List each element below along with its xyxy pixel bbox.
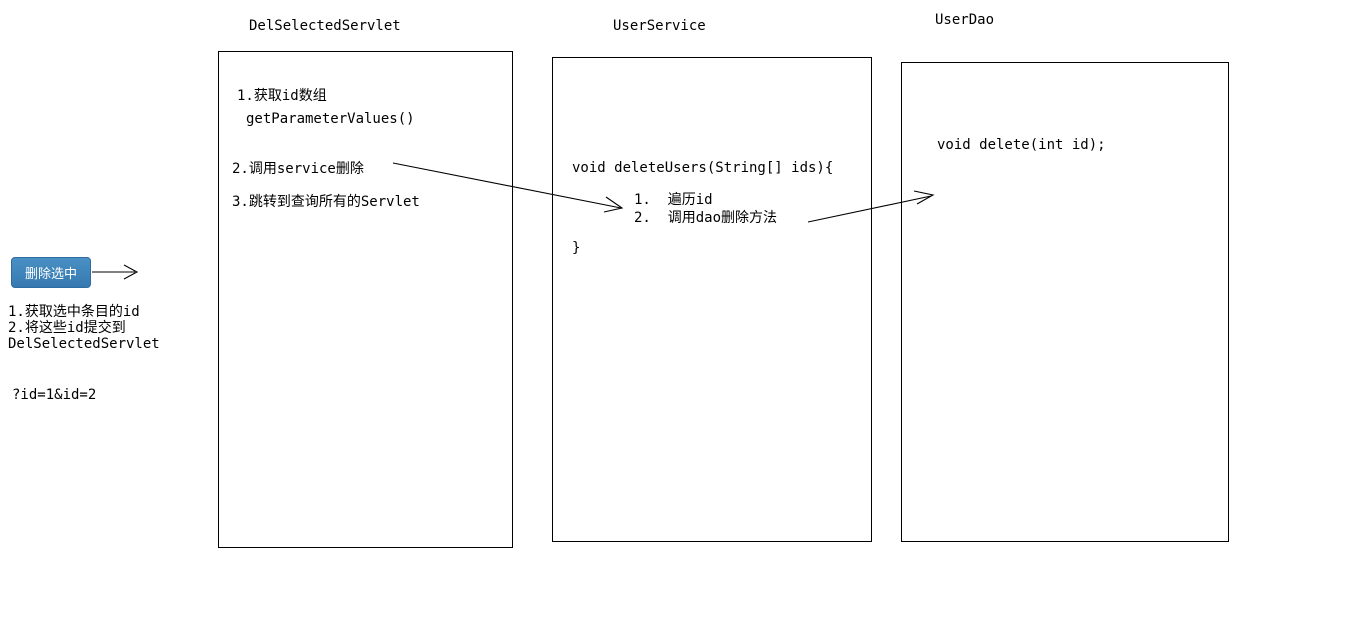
dao-method-signature: void delete(int id); [937, 137, 1106, 153]
note-target-servlet: DelSelectedServlet [8, 336, 160, 352]
service-step-2: 2. 调用dao删除方法 [634, 210, 778, 226]
class-title-userdao: UserDao [935, 12, 995, 28]
service-method-signature: void deleteUsers(String[] ids){ [572, 160, 834, 176]
servlet-step-1: 1.获取id数组 [237, 88, 327, 104]
delete-selected-button[interactable]: 删除选中 [11, 257, 91, 288]
servlet-method-getparametervalues: getParameterValues() [246, 111, 415, 127]
service-step-1: 1. 遍历id [634, 192, 713, 208]
class-title-userservice: UserService [613, 18, 706, 34]
class-box-delselectedservlet [218, 51, 513, 548]
class-title-delselectedservlet: DelSelectedServlet [249, 18, 401, 34]
servlet-step-3: 3.跳转到查询所有的Servlet [232, 194, 420, 210]
note-step-2: 2.将这些id提交到 [8, 320, 126, 336]
query-string-label: ?id=1&id=2 [12, 387, 97, 403]
arrow-button-to-servlet [92, 264, 139, 280]
note-step-1: 1.获取选中条目的id [8, 304, 140, 320]
service-closing-brace: } [572, 240, 581, 256]
class-box-userservice [552, 57, 872, 542]
servlet-step-2: 2.调用service删除 [232, 161, 364, 177]
class-box-userdao [901, 62, 1229, 542]
